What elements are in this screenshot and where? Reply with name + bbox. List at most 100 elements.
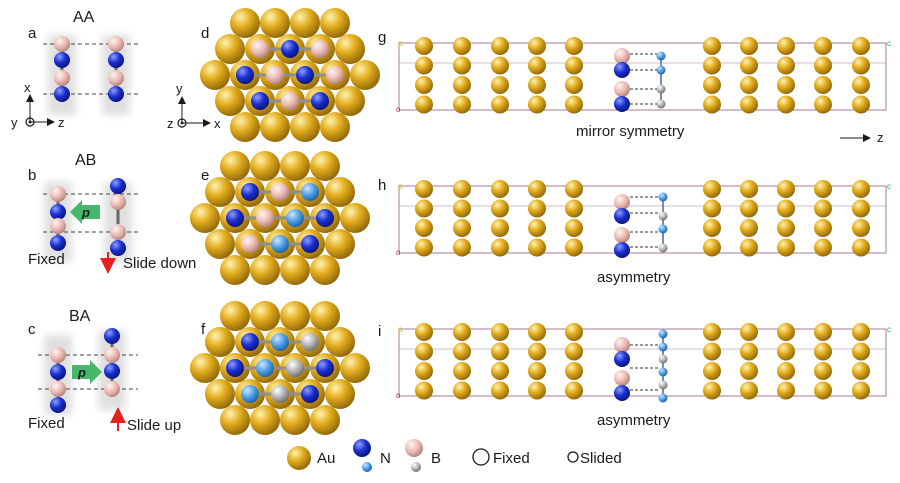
b-atom-slided bbox=[656, 99, 666, 109]
legend-n-fixed-swatch bbox=[353, 439, 371, 457]
legend-n-label: N bbox=[380, 450, 391, 467]
au-atom bbox=[453, 219, 471, 237]
au-atom bbox=[852, 37, 870, 55]
au-atom bbox=[220, 301, 250, 331]
bn-atom bbox=[251, 40, 269, 58]
au-atom bbox=[703, 95, 721, 114]
n-atom-fixed bbox=[614, 351, 630, 367]
polarization-arrow-b bbox=[70, 200, 100, 224]
bn-atom bbox=[286, 209, 304, 227]
b-atom-fixed bbox=[614, 227, 630, 243]
au-atom bbox=[415, 362, 433, 380]
au-atom bbox=[814, 199, 832, 218]
bn-atom bbox=[271, 385, 289, 403]
au-atom bbox=[230, 112, 260, 142]
au-atom bbox=[852, 76, 870, 94]
fixed-label-b: Fixed bbox=[28, 251, 65, 268]
au-atom bbox=[703, 323, 721, 341]
au-atom bbox=[290, 8, 320, 38]
cell-c-label: c bbox=[887, 39, 891, 48]
au-atom bbox=[852, 180, 870, 198]
au-atom bbox=[777, 342, 795, 361]
unit-cell-outline bbox=[398, 42, 887, 111]
polarization-label-b: p bbox=[81, 205, 90, 220]
au-atom bbox=[740, 180, 758, 198]
au-atom bbox=[740, 381, 758, 400]
au-atom bbox=[703, 381, 721, 400]
au-atom bbox=[335, 86, 365, 116]
au-atom bbox=[415, 323, 433, 341]
bn-atom bbox=[256, 359, 274, 377]
au-atom bbox=[280, 405, 310, 435]
legend-b-fixed-swatch bbox=[405, 439, 423, 457]
au-atom bbox=[220, 405, 250, 435]
n-atom-fixed bbox=[614, 208, 630, 224]
axes-d bbox=[177, 96, 211, 128]
au-atom bbox=[740, 76, 758, 94]
au-atom bbox=[320, 8, 350, 38]
au-atom bbox=[528, 76, 546, 94]
au-atom bbox=[852, 219, 870, 237]
au-atom bbox=[852, 199, 870, 218]
au-atom bbox=[740, 56, 758, 75]
bn-atom bbox=[316, 209, 334, 227]
au-atom bbox=[415, 95, 433, 114]
caption-i: asymmetry bbox=[597, 412, 671, 429]
polarization-label-c: p bbox=[77, 365, 86, 380]
unit-cell-outline bbox=[398, 328, 887, 397]
au-atom bbox=[453, 199, 471, 218]
au-atom bbox=[453, 95, 471, 114]
bn-atom bbox=[281, 92, 299, 110]
au-atom bbox=[310, 301, 340, 331]
au-atom bbox=[777, 381, 795, 400]
au-atom bbox=[740, 362, 758, 380]
legend-b-label: B bbox=[431, 450, 441, 467]
au-atom bbox=[491, 362, 509, 380]
bn-atom bbox=[301, 333, 319, 351]
cell-c-label: c bbox=[887, 182, 891, 191]
legend-slided-label: Slided bbox=[580, 450, 622, 467]
axis-label-a-y: y bbox=[11, 115, 18, 130]
bn-atom bbox=[241, 333, 259, 351]
bn-atom bbox=[281, 40, 299, 58]
stacking-label-ab: AB bbox=[75, 152, 96, 169]
fixed-label-c: Fixed bbox=[28, 415, 65, 432]
n-atom-slided bbox=[658, 329, 668, 339]
cell-a-label: a bbox=[398, 182, 403, 191]
au-atom bbox=[230, 8, 260, 38]
au-atom bbox=[777, 95, 795, 114]
polarization-arrow-c bbox=[72, 360, 102, 384]
au-atom bbox=[205, 327, 235, 357]
au-atom bbox=[740, 95, 758, 114]
au-atom bbox=[814, 362, 832, 380]
au-atom bbox=[528, 238, 546, 257]
au-atom bbox=[220, 151, 250, 181]
au-atom bbox=[565, 238, 583, 257]
au-atom bbox=[190, 203, 220, 233]
au-atom bbox=[310, 151, 340, 181]
au-atom bbox=[491, 381, 509, 400]
bn-atom bbox=[296, 66, 314, 84]
panel-a-structure bbox=[43, 35, 140, 115]
caption-g: mirror symmetry bbox=[576, 123, 685, 140]
bn-atom bbox=[226, 359, 244, 377]
au-atom bbox=[814, 180, 832, 198]
cell-origin-label: o bbox=[396, 105, 401, 114]
b-atom-fixed bbox=[614, 337, 630, 353]
cell-c-label: c bbox=[887, 325, 891, 334]
n-atom-slided bbox=[658, 367, 668, 377]
bn-atom bbox=[241, 385, 259, 403]
au-atom bbox=[491, 323, 509, 341]
legend-fixed-label: Fixed bbox=[493, 450, 530, 467]
bn-atom bbox=[251, 92, 269, 110]
au-atom bbox=[491, 199, 509, 218]
au-atom bbox=[814, 238, 832, 257]
bn-atom bbox=[311, 92, 329, 110]
panel-b-structure bbox=[43, 178, 140, 262]
bn-atom bbox=[326, 66, 344, 84]
au-atom bbox=[453, 56, 471, 75]
au-atom bbox=[453, 238, 471, 257]
au-atom bbox=[335, 34, 365, 64]
n-atom-fixed bbox=[614, 62, 630, 78]
